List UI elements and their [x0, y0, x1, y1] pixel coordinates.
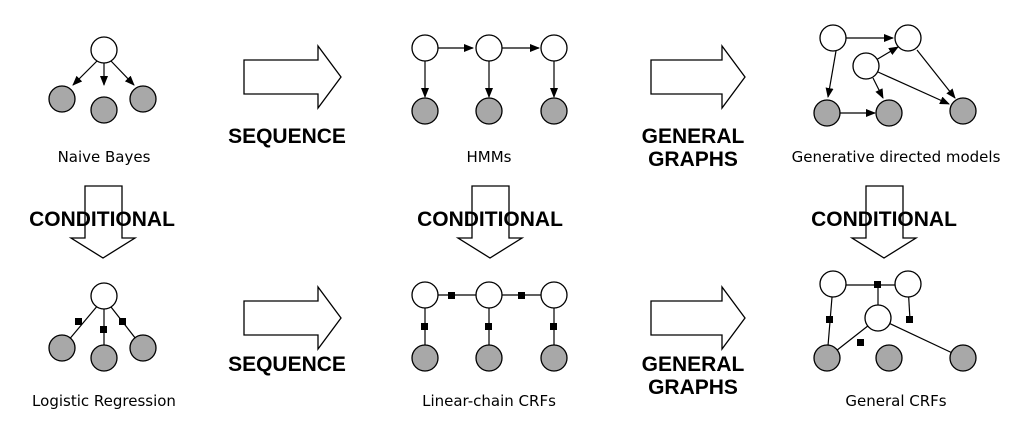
observed-node — [949, 97, 977, 125]
general-graphs-arrow-top — [650, 44, 746, 110]
observed-node — [949, 344, 977, 372]
observed-node — [875, 344, 903, 372]
naive-bayes-label: Naive Bayes — [58, 148, 151, 166]
observed-node — [411, 97, 439, 125]
edge — [877, 317, 964, 359]
hidden-node — [540, 281, 568, 309]
conditional-arrow-right — [849, 185, 919, 259]
observed-node — [540, 97, 568, 125]
factor-node — [75, 318, 82, 325]
hidden-node — [819, 270, 847, 298]
hidden-node — [90, 282, 118, 310]
edge — [875, 46, 899, 61]
sequence-arrow-top — [243, 44, 342, 110]
generative-directed-graph — [813, 24, 977, 127]
logistic-regression-graph — [48, 282, 157, 372]
linear-chain-crf-graph — [411, 281, 568, 372]
conditional-label-right: CONDITIONAL — [811, 208, 957, 231]
linear-chain-crfs-label: Linear-chain CRFs — [422, 392, 556, 410]
general-graphs-arrow-bottom — [650, 285, 746, 351]
naive-bayes-graph — [48, 36, 157, 124]
edge — [110, 60, 135, 86]
graphs-label-top: GRAPHS — [648, 148, 738, 171]
general-crf-graph — [813, 270, 977, 372]
factor-node — [100, 326, 107, 333]
hidden-node — [819, 24, 847, 52]
hidden-node — [411, 34, 439, 62]
observed-node — [129, 85, 157, 113]
factor-node — [550, 323, 557, 330]
factor-node — [906, 316, 913, 323]
observed-node — [875, 99, 903, 127]
sequence-label-top: SEQUENCE — [228, 125, 346, 148]
edge — [872, 77, 884, 99]
observed-node — [411, 344, 439, 372]
factor-node — [119, 318, 126, 325]
hidden-node — [864, 304, 892, 332]
observed-node — [475, 97, 503, 125]
observed-node — [813, 344, 841, 372]
factor-node — [857, 339, 864, 346]
factor-node — [485, 323, 492, 330]
sequence-label-bottom: SEQUENCE — [228, 353, 346, 376]
edge — [916, 49, 956, 99]
edge — [825, 50, 837, 98]
sequence-arrow-bottom — [243, 285, 342, 351]
hidden-node — [852, 52, 880, 80]
conditional-label-left: CONDITIONAL — [29, 208, 175, 231]
factor-node — [421, 323, 428, 330]
hidden-node — [540, 34, 568, 62]
observed-node — [90, 96, 118, 124]
graphs-label-bottom: GRAPHS — [648, 376, 738, 399]
observed-node — [48, 85, 76, 113]
factor-node — [518, 292, 525, 299]
observed-node — [90, 344, 118, 372]
observed-node — [813, 99, 841, 127]
edge — [72, 60, 98, 86]
general-label-bottom: GENERAL — [642, 353, 745, 376]
factor-node — [826, 316, 833, 323]
observed-node — [129, 334, 157, 362]
observed-node — [540, 344, 568, 372]
hidden-node — [90, 36, 118, 64]
conditional-arrow-left — [68, 185, 138, 259]
edge — [877, 71, 950, 105]
generative-directed-models-label: Generative directed models — [792, 148, 1001, 166]
factor-node — [874, 281, 881, 288]
general-label-top: GENERAL — [642, 125, 745, 148]
hidden-node — [894, 270, 922, 298]
observed-node — [475, 344, 503, 372]
hidden-node — [411, 281, 439, 309]
general-crfs-label: General CRFs — [845, 392, 946, 410]
conditional-label-middle: CONDITIONAL — [417, 208, 563, 231]
logistic-regression-label: Logistic Regression — [32, 392, 176, 410]
hmm-graph — [411, 34, 568, 125]
hidden-node — [475, 34, 503, 62]
hidden-node — [894, 24, 922, 52]
hmms-label: HMMs — [467, 148, 512, 166]
hidden-node — [475, 281, 503, 309]
factor-node — [448, 292, 455, 299]
conditional-arrow-middle — [455, 185, 525, 259]
observed-node — [48, 334, 76, 362]
